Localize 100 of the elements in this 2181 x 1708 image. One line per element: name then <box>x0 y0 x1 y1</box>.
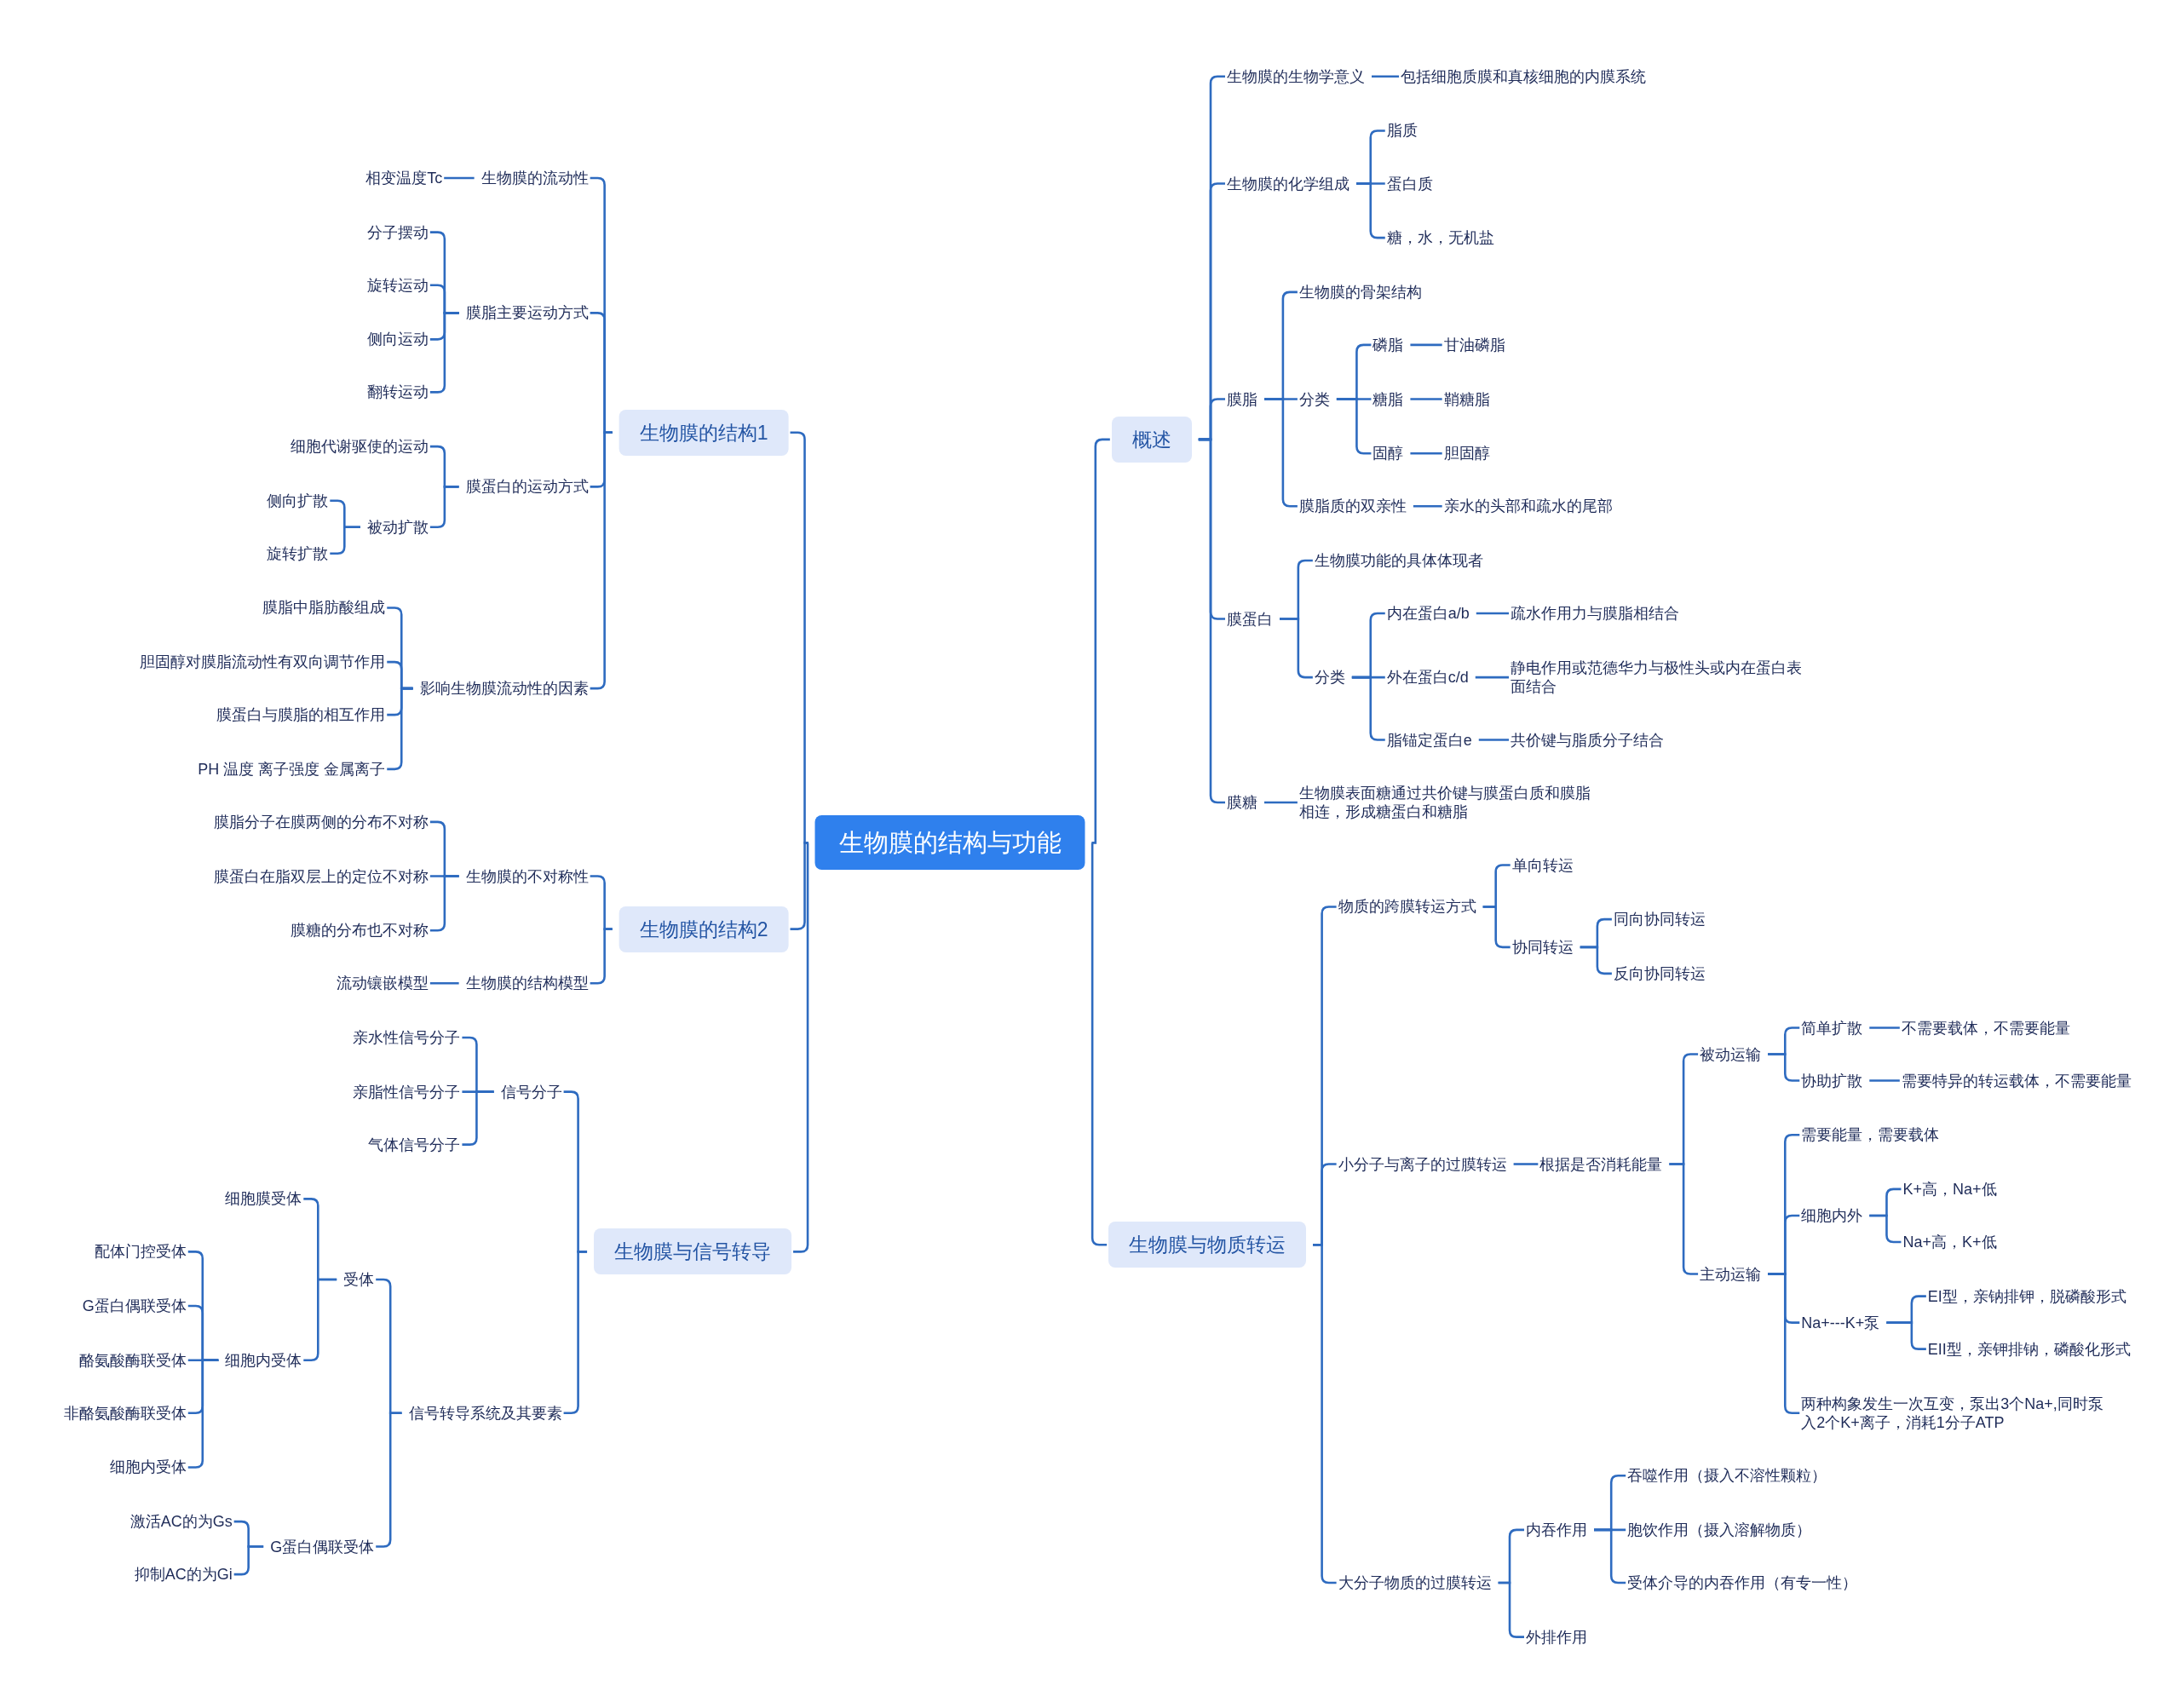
topic-label: K+高，Na+低 <box>1902 1179 1997 1199</box>
connector-line <box>1475 676 1510 679</box>
topic-label: 旋转扩散 <box>267 543 329 563</box>
topic-label: G蛋白偶联受体 <box>82 1297 187 1316</box>
topic-label: 外排作用 <box>1526 1627 1587 1647</box>
connector-line <box>429 486 459 529</box>
topic-label: 生物膜的骨架结构 <box>1298 282 1422 302</box>
topic-label: 流动镶嵌模型 <box>336 974 429 993</box>
connector-line <box>330 526 360 555</box>
topic-label: 内吞作用 <box>1526 1520 1587 1539</box>
topic-label: 配体门控受体 <box>94 1242 187 1262</box>
topic-label: 细胞膜受体 <box>225 1189 302 1209</box>
branch-topic-box: 生物膜与物质转运 <box>1108 1222 1307 1268</box>
topic-label: 需要特异的转运载体，不需要能量 <box>1901 1071 2132 1090</box>
topic-label: 需要能量，需要载体 <box>1801 1125 1940 1145</box>
topic-label: 膜蛋白的运动方式 <box>465 477 589 497</box>
topic-label: 非酪氨酸酶联受体 <box>63 1403 187 1423</box>
topic-label: 分子摆动 <box>366 222 429 242</box>
topic-label: 被动运输 <box>1700 1044 1762 1064</box>
connector-line <box>1313 1243 1337 1584</box>
topic-label: 协助扩散 <box>1801 1071 1863 1090</box>
topic-label: 包括细胞质膜和真核细胞的内膜系统 <box>1401 66 1647 86</box>
connector-line <box>1410 343 1442 347</box>
topic-label: 细胞内受体 <box>109 1458 187 1477</box>
connector-line <box>1198 438 1225 804</box>
topic-label: 胆固醇 <box>1443 444 1490 463</box>
connector-line <box>790 842 809 930</box>
topic-label: 影响生物膜流动性的因素 <box>419 679 589 699</box>
topic-label: 反向协同转运 <box>1613 963 1706 983</box>
topic-label: 疏水作用力与膜脂相结合 <box>1511 604 1680 623</box>
topic-label: 静电作用或范德华力与极性头或内在蛋白表面结合 <box>1511 658 1810 697</box>
connector-line <box>444 176 475 180</box>
topic-label: 糖脂 <box>1372 389 1404 409</box>
topic-label: EI型，亲钠排钾，脱磷酸形式 <box>1927 1286 2126 1306</box>
topic-label: 简单扩散 <box>1801 1018 1863 1038</box>
topic-label: 膜脂 <box>1227 389 1257 409</box>
topic-label: 生物膜功能的具体体现者 <box>1314 550 1483 570</box>
connector-line <box>1580 946 1612 975</box>
topic-label: 大分子物质的过膜转运 <box>1338 1573 1492 1592</box>
topic-label: 胞饮作用（摄入溶解物质） <box>1627 1520 1812 1539</box>
topic-label: 膜糖 <box>1227 793 1257 813</box>
topic-label: 细胞代谢驱使的运动 <box>290 437 429 457</box>
topic-label: 激活AC的为Gs <box>129 1512 233 1532</box>
topic-label: 共价键与脂质分子结合 <box>1511 730 1665 750</box>
topic-label: 蛋白质 <box>1386 174 1433 193</box>
topic-label: 信号分子 <box>500 1082 562 1101</box>
topic-label: 膜脂质的双亲性 <box>1298 497 1407 516</box>
topic-label: 受体 <box>343 1270 375 1290</box>
topic-label: 物质的跨膜转运方式 <box>1338 897 1476 917</box>
connector-line <box>1482 906 1511 949</box>
connector-line <box>1410 398 1442 400</box>
connector-line <box>1513 1163 1539 1165</box>
connector-line <box>1886 1321 1926 1350</box>
topic-label: 被动扩散 <box>366 517 429 537</box>
topic-label: 膜脂分子在膜两侧的分布不对称 <box>213 812 429 831</box>
connector-line <box>1410 451 1442 455</box>
connector-line <box>790 431 809 844</box>
topic-label: 糖，水，无机盐 <box>1386 228 1494 248</box>
topic-label: 不需要载体，不需要能量 <box>1901 1018 2070 1038</box>
central-topic-box: 生物膜的结构与功能 <box>814 815 1085 871</box>
branch-topic-box: 生物膜与信号转导 <box>594 1228 792 1275</box>
topic-label: 生物膜的流动性 <box>481 168 589 187</box>
topic-label: 膜蛋白与膜脂的相互作用 <box>216 705 386 725</box>
topic-label: 酪氨酸酶联受体 <box>78 1350 187 1370</box>
topic-label: 受体介导的内吞作用（有专一性） <box>1627 1573 1858 1592</box>
topic-label: 甘油磷脂 <box>1443 335 1505 354</box>
topic-label: 气体信号分子 <box>368 1135 461 1154</box>
topic-label: PH 温度 离子强度 金属离子 <box>198 759 386 779</box>
topic-label: 鞘糖脂 <box>1443 389 1490 409</box>
topic-label: 旋转运动 <box>366 275 429 295</box>
topic-label: 亲水的头部和疏水的尾部 <box>1443 497 1613 516</box>
topic-label: 相变温度Tc <box>365 168 443 187</box>
topic-label: 内在蛋白a/b <box>1386 604 1470 623</box>
topic-label: 小分子与离子的过膜转运 <box>1338 1154 1507 1174</box>
connector-line <box>1869 1079 1900 1082</box>
branch-topic-box: 概述 <box>1111 416 1192 463</box>
topic-label: 两种构象发生一次互变，泵出3个Na+,同时泵入2个K+离子，消耗1分子ATP <box>1801 1394 2105 1432</box>
topic-label: 同向协同转运 <box>1613 910 1706 929</box>
topic-label: 侧向运动 <box>366 330 429 349</box>
topic-label: 脂锚定蛋白e <box>1386 730 1472 750</box>
topic-label: 生物膜的化学组成 <box>1227 174 1349 193</box>
branch-topic-box: 生物膜的结构2 <box>619 906 789 952</box>
topic-label: G蛋白偶联受体 <box>270 1537 375 1556</box>
connector-line <box>1869 1214 1902 1244</box>
topic-label: 协同转运 <box>1511 937 1574 957</box>
connector-line <box>429 982 459 985</box>
topic-label: 细胞内受体 <box>225 1350 302 1370</box>
connector-line <box>793 842 809 1253</box>
topic-label: 生物膜的不对称性 <box>465 866 589 886</box>
topic-label: 分类 <box>1298 389 1330 409</box>
connector-line <box>1372 75 1400 78</box>
topic-label: 固醇 <box>1372 444 1404 463</box>
topic-label: 侧向扩散 <box>267 491 329 510</box>
connector-line <box>1478 739 1510 741</box>
topic-label: 脂质 <box>1386 121 1418 141</box>
topic-label: 分类 <box>1314 668 1345 687</box>
connector-line <box>1091 438 1110 844</box>
topic-label: 亲脂性信号分子 <box>353 1082 461 1101</box>
connector-line <box>233 1545 264 1576</box>
topic-label: 亲水性信号分子 <box>353 1027 461 1047</box>
